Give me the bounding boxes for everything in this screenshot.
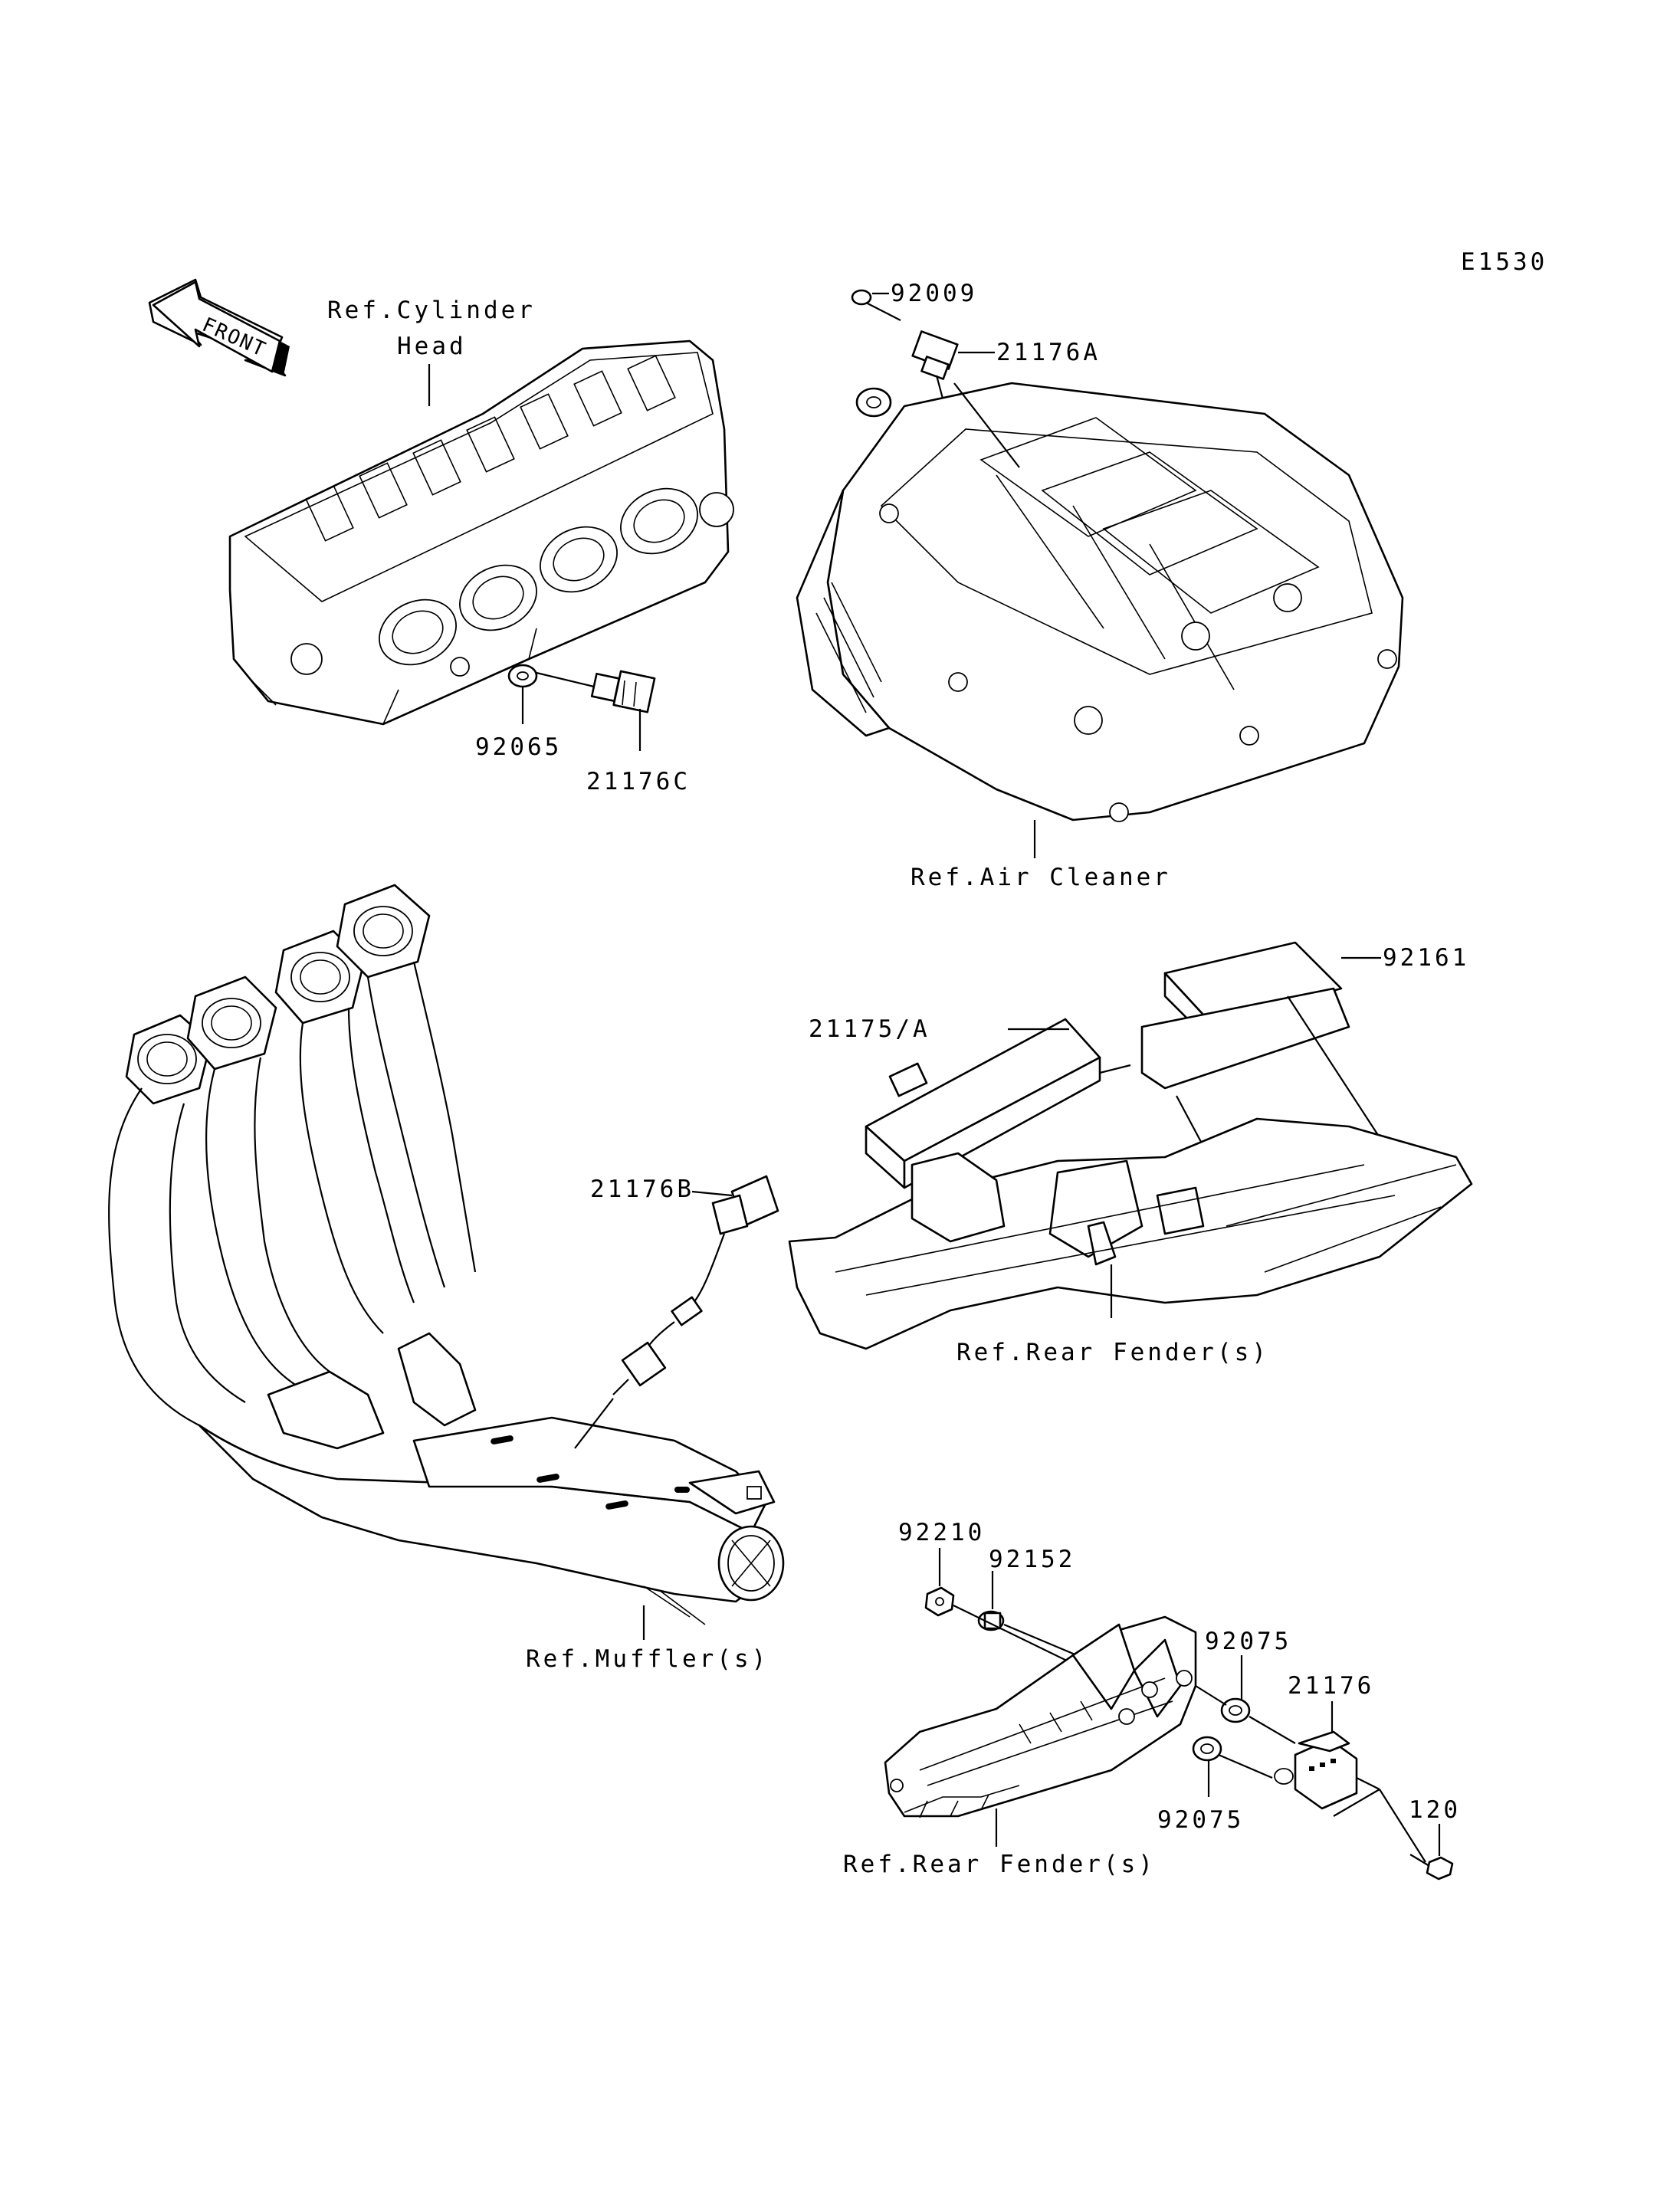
diagram-code: E1530 bbox=[1461, 248, 1547, 276]
grommet-92075-lower bbox=[1192, 1736, 1222, 1762]
part-92075-upper: 92075 bbox=[1205, 1628, 1291, 1655]
screw-92009 bbox=[851, 289, 901, 321]
exhaust-headers bbox=[108, 884, 785, 1625]
part-120: 120 bbox=[1409, 1796, 1461, 1824]
part-92161: 92161 bbox=[1383, 944, 1469, 972]
ecu-92161-cover bbox=[1140, 941, 1350, 1090]
nut-92210 bbox=[924, 1586, 955, 1617]
ref-rear-fender-lower: Ref.Rear Fender(s) bbox=[843, 1851, 1156, 1878]
ref-cylinder-head-label-2: Head bbox=[397, 333, 467, 360]
cylinder-head bbox=[228, 339, 734, 726]
part-21175A: 21175/A bbox=[809, 1015, 930, 1043]
ref-muffler: Ref.Muffler(s) bbox=[526, 1645, 769, 1673]
part-21176C: 21176C bbox=[586, 768, 691, 795]
bolt-120 bbox=[1409, 1854, 1454, 1881]
rear-fender-upper bbox=[788, 1117, 1473, 1350]
collar-92152 bbox=[977, 1610, 1005, 1631]
part-92210: 92210 bbox=[898, 1519, 985, 1546]
air-cleaner bbox=[796, 382, 1404, 822]
washer-92065 bbox=[507, 664, 538, 688]
part-92009: 92009 bbox=[891, 280, 977, 307]
sensor-21176A bbox=[911, 330, 1020, 468]
part-21176B: 21176B bbox=[590, 1176, 694, 1203]
ref-rear-fender-upper: Ref.Rear Fender(s) bbox=[956, 1339, 1269, 1366]
grommet-92075-upper bbox=[1220, 1697, 1251, 1723]
part-92065: 92065 bbox=[475, 733, 562, 761]
part-21176: 21176 bbox=[1288, 1672, 1374, 1700]
front-arrow-icon: FRONT bbox=[148, 278, 290, 377]
sensor-21176 bbox=[1274, 1730, 1358, 1810]
part-92075-lower: 92075 bbox=[1157, 1806, 1244, 1834]
sensor-21176C bbox=[536, 670, 656, 713]
part-92152: 92152 bbox=[989, 1546, 1075, 1573]
part-21176A: 21176A bbox=[996, 339, 1101, 366]
ref-air-cleaner: Ref.Air Cleaner bbox=[911, 864, 1171, 891]
ref-cylinder-head-label-1: Ref.Cylinder bbox=[327, 297, 536, 324]
sensor-21176B bbox=[574, 1175, 779, 1449]
